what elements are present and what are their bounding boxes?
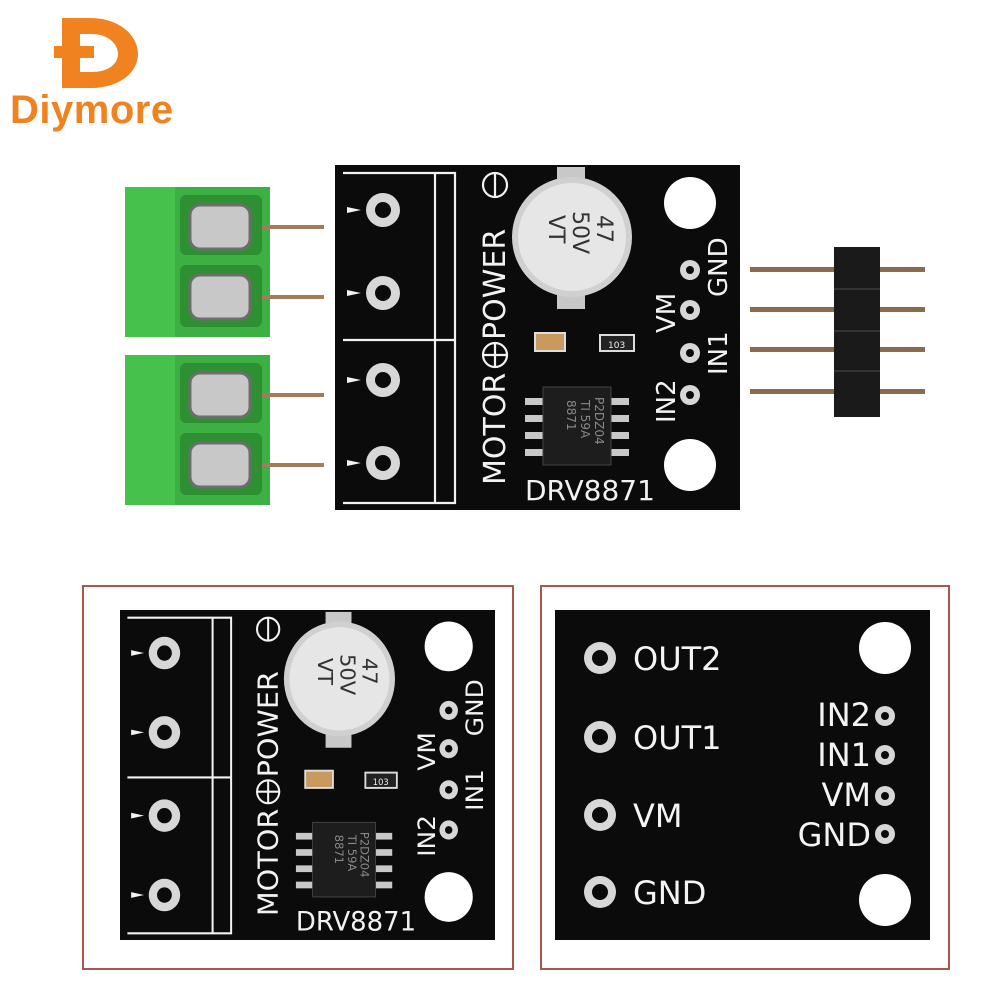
- drv8871-board-front-detail: POWER MOTOR 47 50V VT 103 8871 TI 59A P2…: [120, 610, 495, 940]
- capacitor-value: 47: [358, 658, 382, 685]
- back-pin-in1: IN1: [817, 736, 871, 774]
- chip-label: DRV8871: [296, 907, 416, 937]
- header-pads: [680, 260, 700, 405]
- mounting-hole: [859, 622, 911, 674]
- drv8871-ic: 8871 TI 59A P2DZ04: [525, 386, 629, 466]
- letter-d-logo-icon: [54, 18, 138, 88]
- capacitor-voltage: 50V: [567, 211, 592, 254]
- smd-resistor: [599, 334, 635, 352]
- terminal-block-top: [125, 187, 324, 337]
- ic-marking-3: P2DZ04: [358, 832, 371, 877]
- terminal-block-bottom: [125, 355, 324, 505]
- mounting-hole: [664, 439, 716, 491]
- capacitor-series: VT: [543, 215, 568, 244]
- drv8871-board-front: POWER MOTOR 47 50V VT 103 8871 TI 59A P2…: [335, 165, 740, 510]
- back-pin-out2: OUT2: [633, 640, 722, 678]
- smd-capacitor: [534, 332, 566, 352]
- plus-symbol-icon: [481, 341, 509, 369]
- power-label: POWER: [478, 229, 513, 340]
- pin-label-in2: IN2: [412, 815, 441, 857]
- mounting-hole: [664, 177, 716, 229]
- back-pin-vm-right: VM: [822, 776, 872, 814]
- capacitor-series: VT: [313, 658, 337, 686]
- back-pin-in2: IN2: [817, 696, 871, 734]
- chip-label: DRV8871: [525, 474, 655, 507]
- pin-label-in2: IN2: [652, 379, 682, 423]
- mounting-hole: [859, 874, 911, 926]
- pin-label-in1: IN1: [460, 769, 489, 811]
- ic-marking-2: TI 59A: [345, 834, 358, 872]
- pin-label-in1: IN1: [704, 331, 734, 375]
- electrolytic-capacitor: 47 50V VT: [512, 167, 632, 309]
- ic-marking-1: 8871: [332, 835, 345, 864]
- input-pads: [875, 706, 895, 844]
- back-pin-gnd-right: GND: [798, 816, 871, 854]
- minus-symbol-icon: [481, 171, 509, 199]
- back-pin-out1: OUT1: [633, 719, 722, 757]
- capacitor-value: 47: [591, 215, 616, 243]
- plus-symbol-icon: [256, 779, 281, 805]
- motor-label: MOTOR: [478, 373, 513, 485]
- ic-marking-1: 8871: [564, 400, 578, 431]
- motor-label: MOTOR: [252, 809, 284, 916]
- drv8871-board-back: OUT2 OUT1 VM GND IN2 IN1 VM GND: [555, 610, 930, 940]
- back-view-frame: [540, 585, 950, 970]
- pin-label-vm: VM: [652, 293, 682, 333]
- capacitor-voltage: 50V: [335, 654, 359, 695]
- ic-marking-3: P2DZ04: [592, 397, 606, 445]
- minus-symbol-icon: [256, 616, 281, 642]
- ic-marking-2: TI 59A: [578, 399, 592, 439]
- pin-label-gnd: GND: [460, 679, 489, 736]
- pin-label-gnd: GND: [704, 237, 734, 297]
- output-pads: [584, 642, 616, 908]
- pin-label-vm: VM: [412, 732, 441, 770]
- pin-header: [750, 247, 925, 417]
- motor-terminal-pads: [366, 193, 400, 480]
- resistor-code: 103: [608, 341, 625, 351]
- resistor-code: 103: [373, 777, 389, 787]
- front-view-frame: [82, 585, 514, 970]
- power-label: POWER: [252, 671, 284, 777]
- back-pin-gnd: GND: [633, 874, 706, 912]
- screw-terminal-blocks: [125, 187, 324, 505]
- back-pin-vm: VM: [633, 797, 683, 835]
- brand-name: Diymore: [10, 88, 174, 132]
